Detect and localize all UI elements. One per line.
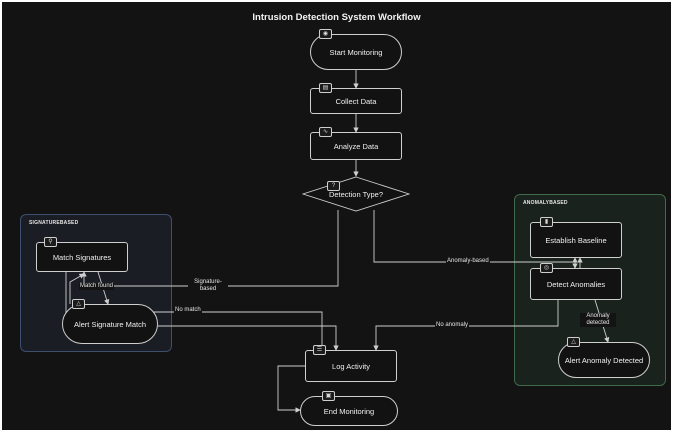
edge-label-match-found: Match found — [79, 283, 115, 290]
alert-anomaly-detected-node[interactable]: Alert Anomaly Detected — [558, 342, 650, 378]
establish-baseline-node[interactable]: Establish Baseline — [530, 222, 622, 258]
edge-log-end — [277, 365, 305, 413]
alert-signature-match-node[interactable]: Alert Signature Match — [62, 304, 158, 344]
alert-triangle-icon: △ — [72, 299, 85, 309]
analyze-data-label: Analyze Data — [333, 141, 379, 151]
anomaly-group-label: ANOMALYBASED — [523, 200, 568, 206]
edge-alert-log — [158, 325, 339, 351]
alert-signature-match-label: Alert Signature Match — [73, 319, 147, 329]
start-monitoring-node[interactable]: Start Monitoring — [310, 34, 402, 70]
search-icon: ⚲ — [44, 237, 57, 247]
radar-icon: ◎ — [540, 263, 553, 273]
detect-anomalies-node[interactable]: Detect Anomalies — [530, 268, 622, 300]
bar-chart-icon: ▮ — [540, 217, 553, 227]
start-monitoring-label: Start Monitoring — [329, 47, 383, 57]
edge-label-signature-based: Signature-based — [188, 279, 228, 293]
file-text-icon: ☰ — [313, 345, 326, 355]
diagram-title: Intrusion Detection System Workflow — [252, 12, 421, 23]
edge-label-no-match: No match — [174, 307, 202, 314]
detect-anomalies-label: Detect Anomalies — [546, 279, 606, 289]
stop-icon: ▣ — [322, 391, 335, 401]
edge-label-anomaly-based: Anomaly-based — [446, 258, 490, 265]
detection-type-label: Detection Type? — [328, 190, 384, 199]
signature-group-label: SIGNATUREBASED — [29, 220, 79, 226]
edge-label-no-anomaly: No anomaly — [435, 322, 470, 329]
activity-icon: ∿ — [319, 127, 332, 137]
database-icon: ▤ — [319, 83, 332, 93]
end-monitoring-label: End Monitoring — [323, 406, 375, 416]
match-signatures-label: Match Signatures — [52, 252, 112, 262]
end-monitoring-node[interactable]: End Monitoring — [300, 396, 398, 426]
edge-alert-match — [69, 273, 85, 304]
log-activity-label: Log Activity — [332, 361, 370, 371]
log-activity-node[interactable]: Log Activity — [305, 350, 397, 382]
establish-baseline-label: Establish Baseline — [545, 235, 607, 245]
edge-label-anomaly-detected: Anomaly detected — [580, 313, 616, 327]
collect-data-label: Collect Data — [335, 96, 377, 106]
eye-icon: ◉ — [319, 29, 332, 39]
help-icon: ? — [327, 181, 340, 191]
alert-anomaly-detected-label: Alert Anomaly Detected — [564, 355, 644, 365]
alert-triangle-icon: △ — [567, 337, 580, 347]
match-signatures-node[interactable]: Match Signatures — [36, 242, 128, 272]
